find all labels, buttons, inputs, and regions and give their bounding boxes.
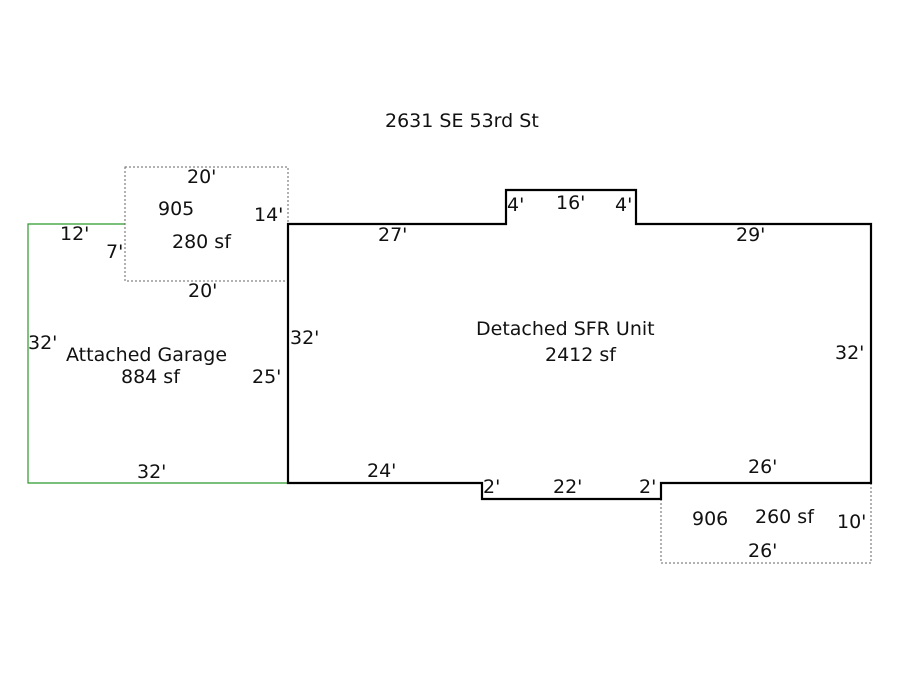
dim-label: 32' [290,327,320,349]
area-code: 906 [692,508,729,530]
dim-label: 32' [835,342,865,364]
dim-label: 14' [254,204,284,226]
house-name: Detached SFR Unit [476,318,655,340]
dim-label: 27' [378,224,408,246]
dim-label: 4' [507,194,525,216]
garage-name: Attached Garage [66,344,228,366]
dim-label: 12' [60,223,90,245]
dim-label: 32' [28,332,58,354]
house-outline [286,188,873,501]
dim-label: 24' [367,460,397,482]
address-title: 2631 SE 53rd St [385,110,539,132]
dim-label: 4' [615,194,633,216]
dim-label: 16' [556,192,586,214]
dim-label: 26' [748,540,778,562]
dim-label: 10' [837,511,867,533]
dim-label: 20' [187,166,217,188]
area-size: 260 sf [755,506,814,528]
garage-area: 884 sf [121,366,180,388]
dim-label: 32' [137,461,167,483]
dim-label: 29' [736,224,766,246]
area-code: 905 [158,198,195,220]
dim-label: 20' [188,280,218,302]
area-906-outline [660,483,872,564]
dim-label: 2' [483,476,501,498]
dim-label: 25' [252,366,282,388]
area-size: 280 sf [172,231,231,253]
dim-label: 7' [106,241,124,263]
dim-label: 2' [639,476,657,498]
house-area: 2412 sf [545,344,616,366]
dim-label: 26' [748,456,778,478]
dim-label: 22' [553,476,583,498]
